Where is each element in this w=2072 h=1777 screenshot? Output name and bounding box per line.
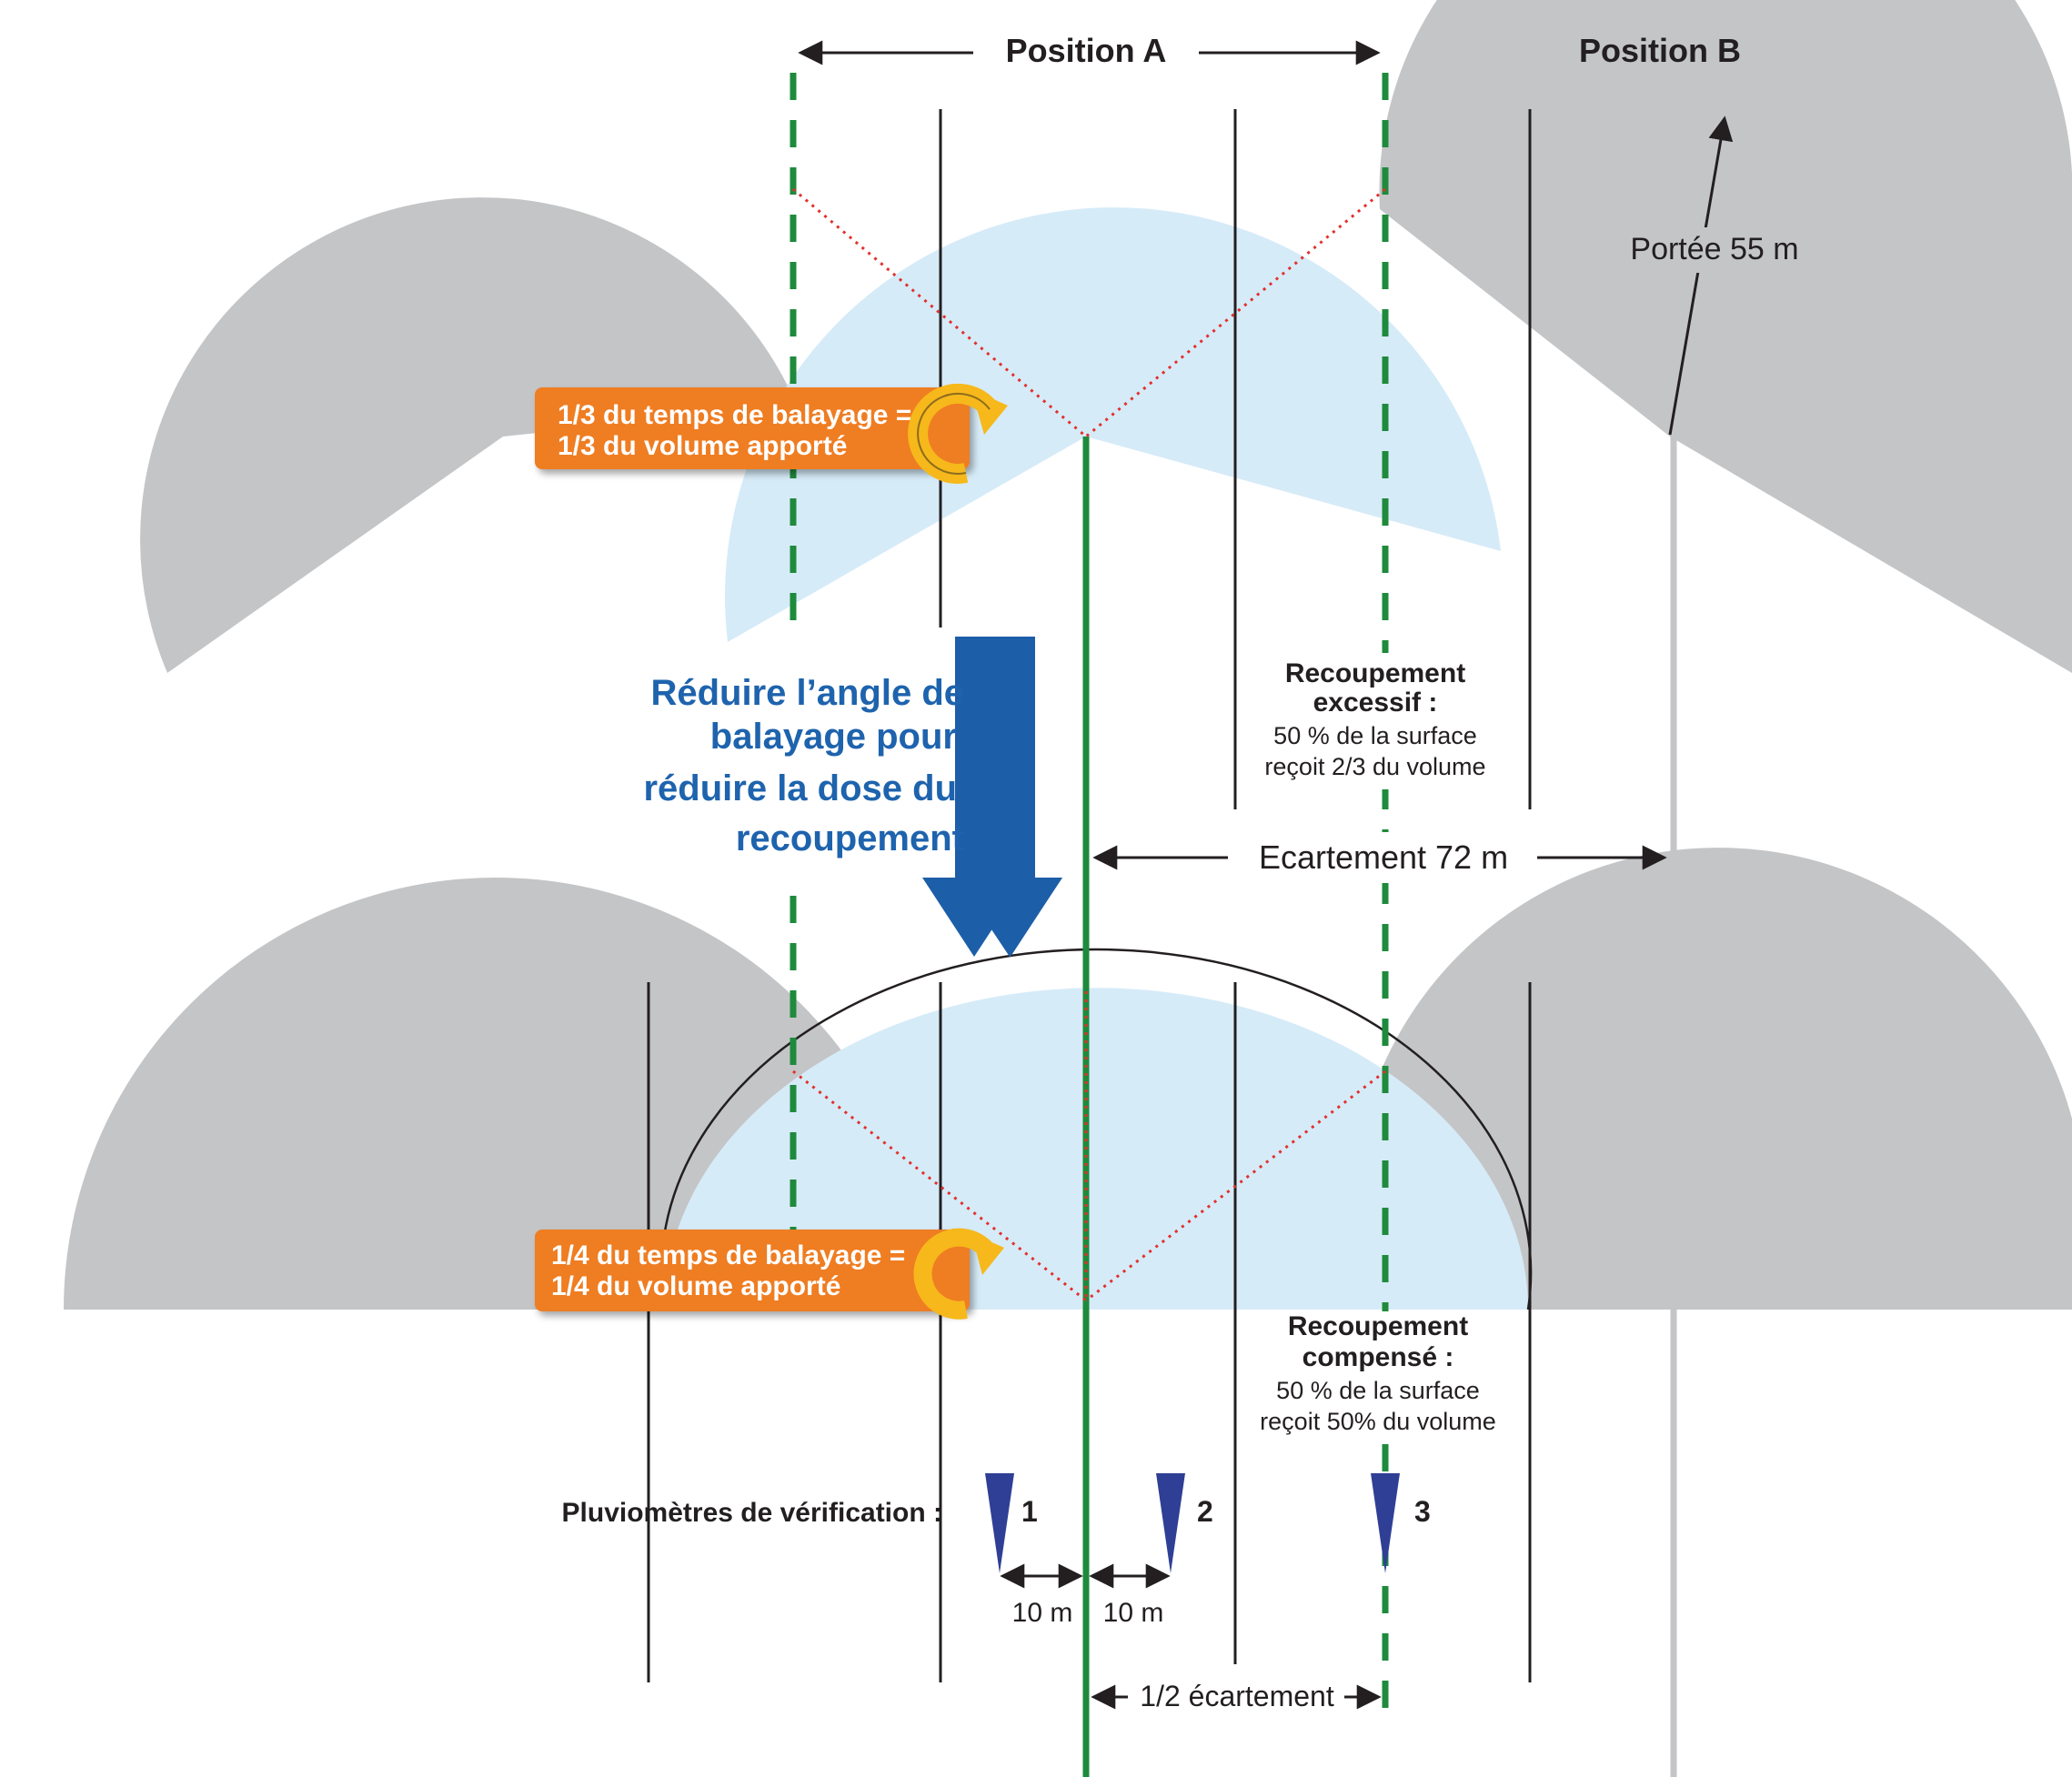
sector-right-bottom (1352, 848, 2072, 1310)
overlap-compensated-bg (1239, 1311, 1528, 1444)
callout-bottom-line2: 1/4 du volume apporté (551, 1271, 840, 1301)
reduce-arrow-head (957, 878, 1062, 957)
overlap-excessive-desc1: 50 % de la surface (1273, 722, 1477, 749)
callout-bottom (535, 1230, 970, 1311)
gauges-label: Pluviomètres de vérification : (562, 1498, 942, 1528)
gauge-1-icon (985, 1473, 1014, 1573)
gauge-3-number: 3 (1414, 1495, 1431, 1528)
range-arrow (1668, 115, 1734, 436)
ground-mask (0, 1310, 2072, 1777)
sector-right-top (1379, 0, 2072, 673)
callout-top-line1: 1/3 du temps de balayage = (558, 400, 911, 430)
position-a-label: Position A (1006, 32, 1167, 69)
gauge-2-icon (1156, 1473, 1185, 1573)
sector-center-bottom (664, 988, 1528, 1310)
overlap-compensated-title1: Recoupement (1288, 1311, 1468, 1341)
overlap-excessive-desc2: reçoit 2/3 du volume (1264, 753, 1485, 780)
reference-lines (647, 109, 1532, 1682)
reduce-text-line4: recoupement (736, 818, 964, 858)
reduce-text-line3: réduire la dose du (643, 768, 957, 808)
range-label: Portée 55 m (1630, 232, 1798, 266)
reduce-text-line2: balayage pour (710, 717, 957, 757)
sector-left-top (140, 197, 797, 673)
sector-center-top (725, 207, 1501, 643)
dimension-1-label: 10 m (1012, 1598, 1073, 1628)
overlap-excessive-title1: Recoupement (1285, 658, 1465, 688)
range-label-bg (1599, 227, 1799, 273)
overlap-excessive-bg (1239, 653, 1528, 789)
spacing-label: Ecartement 72 m (1259, 838, 1508, 876)
overlap-compensated-desc2: reçoit 50% du volume (1260, 1408, 1496, 1435)
reduce-text-line1: Réduire l’angle de (650, 673, 964, 713)
boundary-lines (790, 73, 1389, 1710)
sector-outline-bottom (662, 948, 1533, 1310)
overlap-excessive-title2: excessif : (1313, 688, 1438, 718)
overlap-construction-lines (792, 187, 1386, 1302)
callout-bottom-line1: 1/4 du temps de balayage = (551, 1240, 905, 1270)
spacing-label-bg (1235, 832, 1532, 883)
rotation-arrow-top-icon (908, 383, 1008, 484)
overlap-compensated-title2: compensé : (1303, 1342, 1454, 1372)
rotation-arrow-bottom-icon (913, 1228, 1004, 1320)
dimension-2-label: 10 m (1103, 1598, 1164, 1628)
callout-top (535, 387, 970, 469)
callout-top-line2: 1/3 du volume apporté (558, 431, 847, 461)
gauge-2-number: 2 (1197, 1495, 1213, 1528)
half-spacing-label: 1/2 écartement (1140, 1680, 1334, 1712)
gauge-3-icon (1371, 1473, 1400, 1573)
position-b-label: Position B (1579, 32, 1741, 69)
gauge-1-number: 1 (1021, 1495, 1038, 1528)
overlap-compensated-desc1: 50 % de la surface (1276, 1377, 1480, 1404)
